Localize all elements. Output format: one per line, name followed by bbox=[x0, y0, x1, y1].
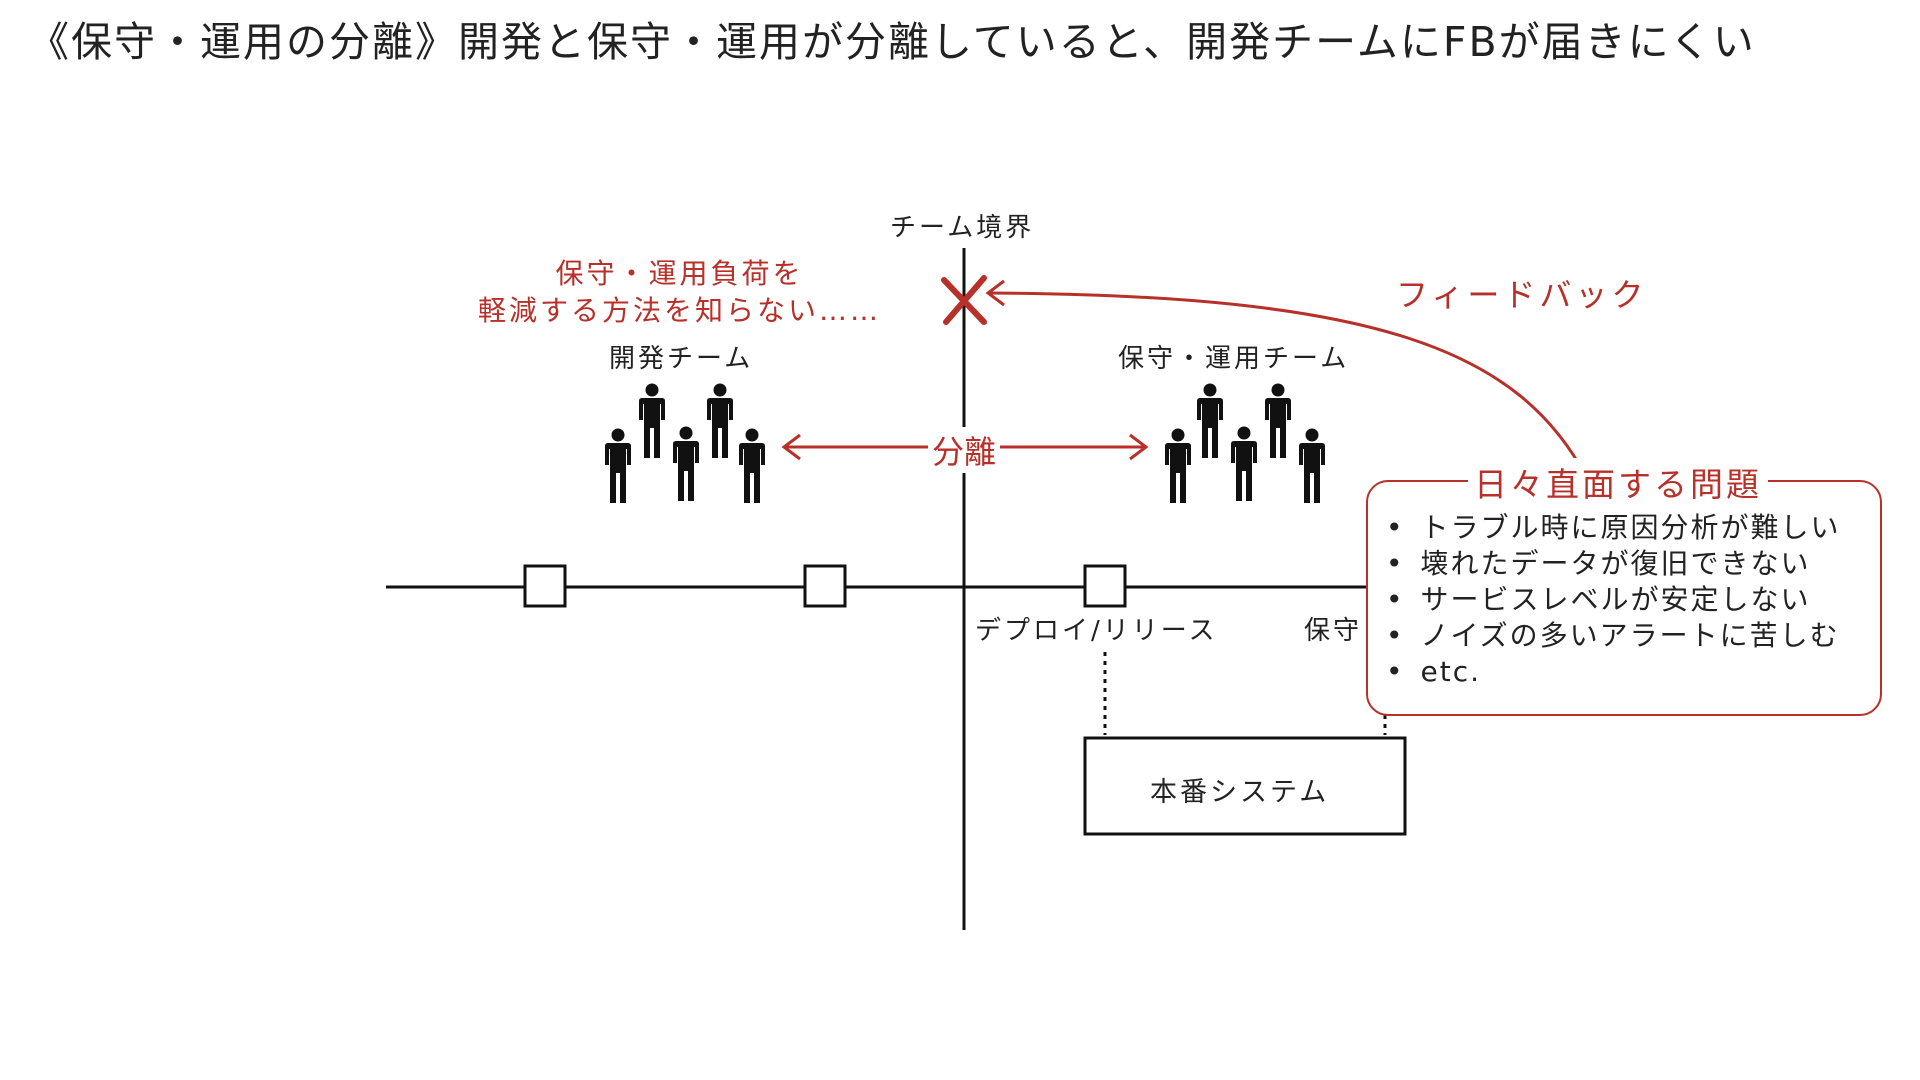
warning-line-2: 軽減する方法を知らない…… bbox=[478, 294, 882, 327]
warning-text: 保守・運用負荷を 軽減する方法を知らない…… bbox=[478, 255, 881, 329]
feedback-arrow bbox=[985, 279, 1590, 481]
dev-team-label: 開発チーム bbox=[609, 344, 754, 374]
daily-problems-title: 日々直面する問題 bbox=[1468, 458, 1768, 506]
feedback-label: フィードバック bbox=[1396, 276, 1648, 314]
person-icon bbox=[1165, 428, 1191, 503]
team-boundary-label: チーム境界 bbox=[890, 213, 1035, 243]
list-item: 壊れたデータが復旧できない bbox=[1386, 546, 1841, 582]
ops-team-label: 保守・運用チーム bbox=[1118, 344, 1350, 374]
person-icon bbox=[707, 383, 733, 458]
cross-icon bbox=[941, 275, 987, 325]
production-system-label: 本番システム bbox=[1150, 777, 1330, 808]
daily-problems-box: 日々直面する問題 トラブル時に原因分析が難しい 壊れたデータが復旧できない サー… bbox=[1366, 458, 1882, 716]
person-icon bbox=[1299, 428, 1325, 503]
deploy-release-label: デプロイ/リリース bbox=[975, 616, 1218, 646]
person-icon bbox=[739, 428, 765, 503]
warning-line-1: 保守・運用負荷を bbox=[555, 257, 804, 290]
problems-list: トラブル時に原因分析が難しい 壊れたデータが復旧できない サービスレベルが安定し… bbox=[1386, 510, 1841, 690]
person-icon bbox=[1265, 383, 1291, 458]
person-icon bbox=[605, 428, 631, 503]
person-icon bbox=[639, 383, 665, 458]
list-item: ノイズの多いアラートに苦しむ bbox=[1386, 618, 1841, 654]
list-item: etc. bbox=[1386, 654, 1841, 690]
milestone-box bbox=[1083, 564, 1127, 608]
separation-label: 分離 bbox=[928, 427, 1001, 473]
list-item: サービスレベルが安定しない bbox=[1386, 582, 1841, 618]
list-item: トラブル時に原因分析が難しい bbox=[1386, 510, 1841, 546]
dev-team-people bbox=[605, 383, 765, 503]
person-icon bbox=[1231, 426, 1257, 501]
person-icon bbox=[1197, 383, 1223, 458]
milestone-box bbox=[803, 564, 847, 608]
page-title: 《保守・運用の分離》開発と保守・運用が分離していると、開発チームにFBが届きにく… bbox=[28, 18, 1756, 66]
maintenance-label: 保守 bbox=[1304, 616, 1363, 646]
person-icon bbox=[673, 426, 699, 501]
production-system-box bbox=[1083, 736, 1407, 836]
milestone-box bbox=[523, 564, 567, 608]
ops-team-people bbox=[1165, 383, 1325, 503]
